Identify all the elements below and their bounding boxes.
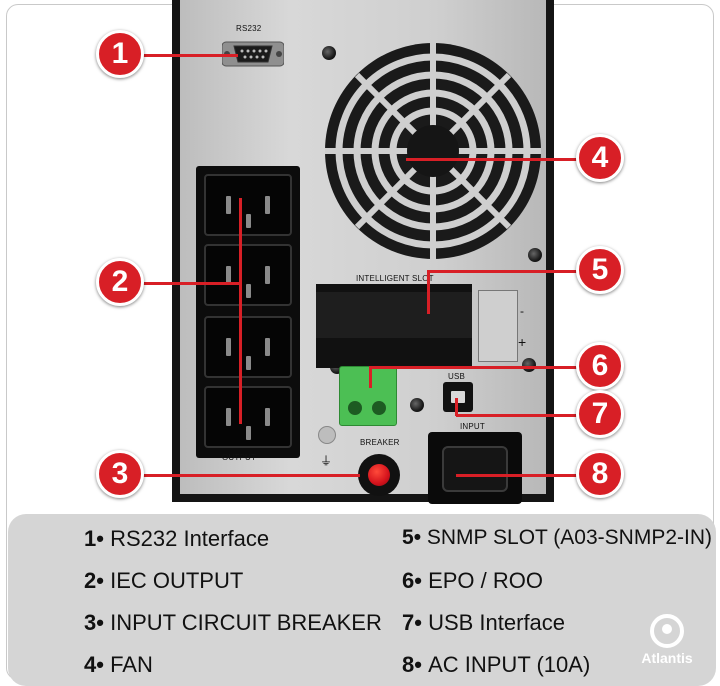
leader-line-5-vertical — [427, 270, 430, 314]
usb-port-icon — [443, 382, 473, 412]
leader-line-2-vertical — [239, 198, 242, 424]
legend-item: 8• AC INPUT (10A) — [402, 652, 591, 677]
leader-line-7-vertical — [455, 398, 458, 416]
iec-outlet — [204, 244, 292, 306]
leader-line-6 — [370, 366, 578, 369]
rs232-label: RS232 — [236, 24, 262, 33]
callout-7: 7 — [576, 390, 624, 438]
legend-item: 6• EPO / ROO — [402, 568, 543, 593]
iec-outlet — [204, 386, 292, 448]
leader-line-3 — [138, 474, 360, 477]
battery-bay — [478, 290, 518, 362]
input-label: INPUT — [460, 422, 485, 431]
intelligent-slot — [316, 284, 472, 368]
iec-outlet — [204, 174, 292, 236]
screw-icon — [522, 358, 536, 372]
epo-terminal — [339, 366, 397, 426]
plus-label: + — [518, 334, 527, 350]
legend-item: 3• INPUT CIRCUIT BREAKER — [84, 610, 382, 635]
leader-line-4 — [406, 158, 578, 161]
callout-6: 6 — [576, 342, 624, 390]
circuit-breaker-button — [358, 454, 400, 496]
callout-3: 3 — [96, 450, 144, 498]
ac-input-socket — [428, 432, 522, 504]
leader-line-8 — [456, 474, 578, 477]
ground-symbol-icon: ⏚ — [320, 454, 333, 468]
legend-item: 4• FAN — [84, 652, 153, 677]
legend-item: 2• IEC OUTPUT — [84, 568, 244, 593]
iec-output-block — [196, 166, 300, 458]
callout-5: 5 — [576, 246, 624, 294]
leader-line-6-vertical — [369, 366, 372, 388]
brand-logo: Atlantis — [628, 614, 706, 666]
screw-icon — [322, 46, 336, 60]
atlantis-logo-icon — [650, 614, 684, 648]
callout-8: 8 — [576, 450, 624, 498]
leader-line-5 — [428, 270, 578, 273]
intelligent-slot-label: INTELLIGENT SLOT — [356, 274, 434, 283]
breaker-label: BREAKER — [360, 438, 400, 447]
legend-item: 7• USB Interface — [402, 610, 566, 635]
legend-item: 5• SNMP SLOT (A03-SNMP2-IN) — [402, 526, 712, 549]
fan-grille-icon — [325, 43, 541, 259]
screw-icon — [410, 398, 424, 412]
legend-item: 1• RS232 Interface — [84, 526, 270, 551]
callout-1: 1 — [96, 30, 144, 78]
minus-label: - — [520, 304, 525, 318]
output-label: OUTPUT — [222, 453, 257, 462]
usb-label: USB — [448, 372, 466, 381]
leader-line-7 — [456, 414, 578, 417]
screw-icon — [528, 248, 542, 262]
brand-name: Atlantis — [641, 650, 693, 666]
leader-line-1 — [140, 54, 238, 57]
callout-4: 4 — [576, 134, 624, 182]
leader-line-2 — [138, 282, 242, 285]
ground-screw-icon — [318, 426, 336, 444]
iec-outlet — [204, 316, 292, 378]
callout-2: 2 — [96, 258, 144, 306]
legend-panel — [8, 514, 716, 686]
